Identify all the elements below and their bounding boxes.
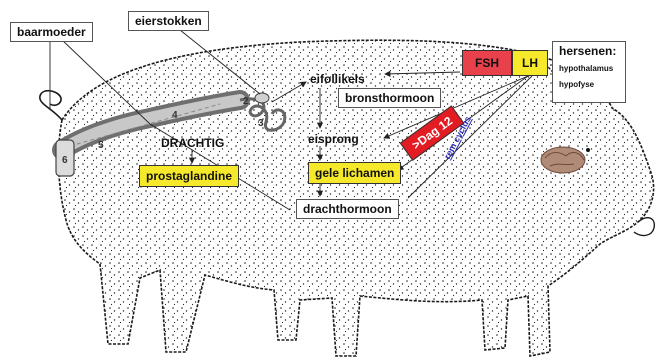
organ-number-5: 5 <box>98 140 104 151</box>
brain-title: hersenen: <box>559 44 619 58</box>
label-eifollikels: eifollikels <box>310 72 365 86</box>
brain-hypothalamus: hypothalamus <box>559 64 619 73</box>
label-eisprong: eisprong <box>308 132 359 146</box>
label-prostaglandine: prostaglandine <box>139 165 239 187</box>
hormone-lh: LH <box>512 50 548 76</box>
organ-number-2: 2 <box>243 96 249 107</box>
organ-number-3: 3 <box>258 118 264 129</box>
organ-number-4: 4 <box>172 110 178 121</box>
brain-illustration <box>541 147 585 173</box>
label-eierstokken: eierstokken <box>128 11 209 31</box>
label-baarmoeder: baarmoeder <box>10 22 93 42</box>
label-bronsthormoon: bronsthormoon <box>338 88 441 108</box>
organ-number-6: 6 <box>62 155 68 166</box>
label-gele-lichamen: gele lichamen <box>308 162 401 184</box>
label-drachthormoon: drachthormoon <box>296 199 399 219</box>
brain-hypofyse: hypofyse <box>559 80 619 89</box>
brain-box: hersenen: hypothalamus hypofyse <box>552 41 626 103</box>
label-drachtig: DRACHTIG <box>161 136 224 150</box>
hormone-fsh: FSH <box>462 50 512 76</box>
